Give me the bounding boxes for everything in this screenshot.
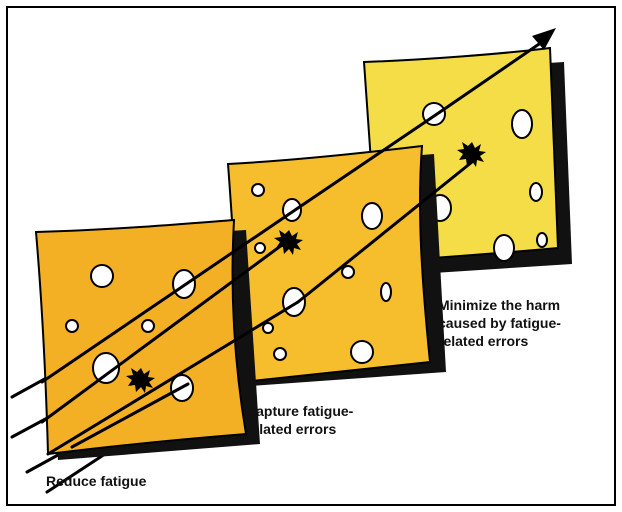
hole [91,265,113,287]
hole [351,341,373,363]
hole [142,320,154,332]
label-capture-errors: Capture fatigue- related errors [246,402,353,438]
label-minimize-harm: Minimize the harm caused by fatigue- rel… [438,296,561,350]
hole [255,243,265,253]
diagram-frame: Reduce fatigue Capture fatigue- related … [6,6,616,506]
hole [342,266,354,278]
hole [274,348,286,360]
hole [263,323,273,333]
label-reduce-fatigue: Reduce fatigue [46,472,146,490]
hole [530,183,542,201]
hole [66,320,78,332]
hole [512,110,532,138]
slice-front-face [36,220,246,454]
hole [494,235,514,261]
hole [283,288,305,316]
hole [537,233,547,247]
hole [381,283,391,301]
hole [362,203,382,229]
hole [252,184,264,196]
